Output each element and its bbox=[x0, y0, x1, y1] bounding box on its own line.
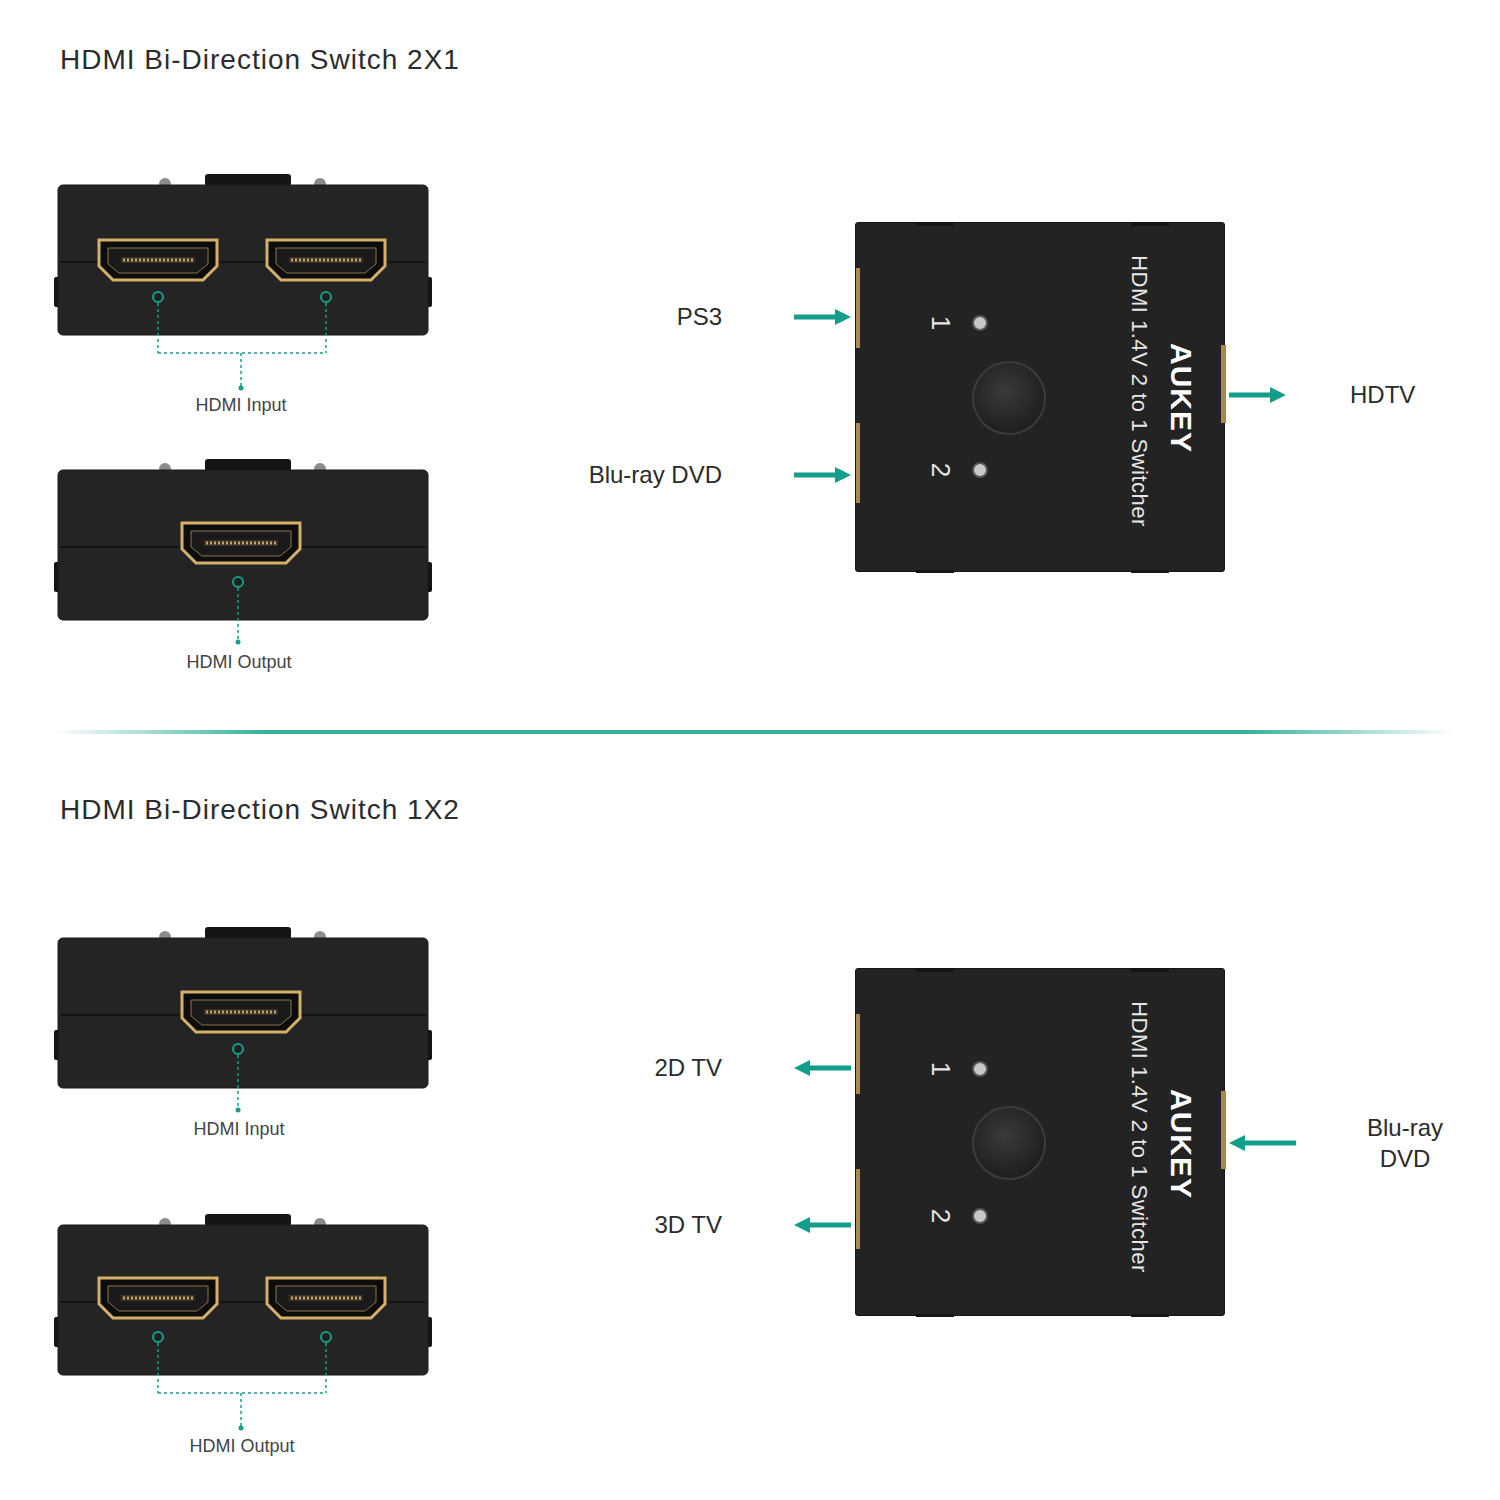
device-name-text: Blu-ray DVD bbox=[589, 459, 722, 490]
port-edge bbox=[1221, 1091, 1226, 1169]
signal-arrow bbox=[810, 1223, 851, 1228]
device-name-text: HDTV bbox=[1350, 379, 1415, 410]
housing-tab bbox=[1131, 223, 1169, 226]
device-name-text: 2D TV bbox=[654, 1052, 722, 1083]
model-text: HDMI 1.4V 2 to 1 Switcher bbox=[1128, 1001, 1150, 1273]
status-led bbox=[973, 316, 987, 330]
port-edge bbox=[856, 1169, 860, 1249]
housing-tab bbox=[916, 969, 954, 972]
port-number: 1 bbox=[928, 316, 954, 330]
switch-box: HDMI 1.4V 2 to 1 Switcher AUKEY 1 2 bbox=[855, 222, 1225, 572]
port-edge bbox=[1221, 345, 1226, 423]
status-led bbox=[973, 1209, 987, 1223]
model-text: HDMI 1.4V 2 to 1 Switcher bbox=[1128, 255, 1150, 527]
switch-button bbox=[973, 1107, 1045, 1179]
port-number: 2 bbox=[928, 1209, 954, 1223]
device-name: 2D TV bbox=[654, 1052, 790, 1083]
device-name-text: Blu-ray DVD bbox=[1355, 1112, 1455, 1174]
port-edge bbox=[856, 1014, 860, 1094]
housing-tab bbox=[916, 1314, 954, 1317]
device-name: Blu-ray DVD bbox=[589, 459, 790, 490]
housing-tab bbox=[916, 223, 954, 226]
leader-line bbox=[158, 303, 326, 386]
leader-dot bbox=[153, 292, 163, 302]
status-led bbox=[973, 463, 987, 477]
leader-end bbox=[239, 386, 244, 391]
device-name: Blu-ray DVD bbox=[1300, 1112, 1455, 1174]
port-edge bbox=[856, 268, 860, 348]
port-label: HDMI Output bbox=[189, 1436, 294, 1458]
switch-end-view bbox=[54, 174, 432, 335]
leader-end bbox=[239, 1426, 244, 1431]
leader-line bbox=[158, 1343, 326, 1426]
leader-dot bbox=[321, 1332, 331, 1342]
device-name-text: 3D TV bbox=[654, 1209, 722, 1240]
brand-name: AUKEY bbox=[1166, 343, 1196, 453]
hdmi-port bbox=[182, 992, 300, 1032]
signal-arrow bbox=[810, 1066, 851, 1071]
signal-arrow bbox=[794, 315, 835, 320]
leader-end bbox=[236, 640, 241, 645]
leader-dot bbox=[153, 1332, 163, 1342]
leader-lines bbox=[158, 303, 326, 1426]
device-name-text: PS3 bbox=[677, 301, 722, 332]
port-edge bbox=[856, 423, 860, 503]
hdmi-port bbox=[182, 523, 300, 563]
switch-end-view bbox=[54, 927, 432, 1088]
switch-end-view bbox=[54, 459, 432, 620]
device-name: PS3 bbox=[677, 301, 790, 332]
leader-line bbox=[237, 588, 239, 640]
signal-arrow bbox=[794, 473, 835, 478]
leader-ends bbox=[236, 386, 244, 1431]
housing-tab bbox=[1131, 969, 1169, 972]
separator bbox=[55, 730, 1455, 734]
hdmi-port bbox=[267, 1278, 385, 1318]
port-label: HDMI Output bbox=[186, 652, 291, 674]
port-number: 2 bbox=[928, 463, 954, 477]
signal-arrow bbox=[1245, 1141, 1296, 1146]
leader-dot bbox=[233, 577, 243, 587]
leader-end bbox=[236, 1108, 241, 1113]
leader-dot bbox=[321, 292, 331, 302]
device-name: HDTV bbox=[1290, 379, 1415, 410]
status-led bbox=[973, 1062, 987, 1076]
switch-button bbox=[973, 362, 1045, 434]
port-number: 1 bbox=[928, 1062, 954, 1076]
brand-name: AUKEY bbox=[1166, 1089, 1196, 1199]
leader-dot bbox=[233, 1044, 243, 1054]
switch-end-view bbox=[54, 1214, 432, 1375]
port-label: HDMI Input bbox=[195, 395, 286, 417]
housing-tab bbox=[1131, 570, 1169, 573]
port-label: HDMI Input bbox=[193, 1119, 284, 1141]
leader-line bbox=[237, 1055, 239, 1108]
hdmi-port bbox=[99, 1278, 217, 1318]
device-name: 3D TV bbox=[654, 1209, 790, 1240]
hdmi-port bbox=[99, 240, 217, 280]
housing-tab bbox=[1131, 1314, 1169, 1317]
section-heading: HDMI Bi-Direction Switch 1X2 bbox=[60, 793, 460, 827]
switch-box: HDMI 1.4V 2 to 1 Switcher AUKEY 1 2 bbox=[855, 968, 1225, 1316]
signal-arrow bbox=[1229, 393, 1270, 398]
housing-tab bbox=[916, 570, 954, 573]
hdmi-port bbox=[267, 240, 385, 280]
section-heading: HDMI Bi-Direction Switch 2X1 bbox=[60, 43, 460, 77]
